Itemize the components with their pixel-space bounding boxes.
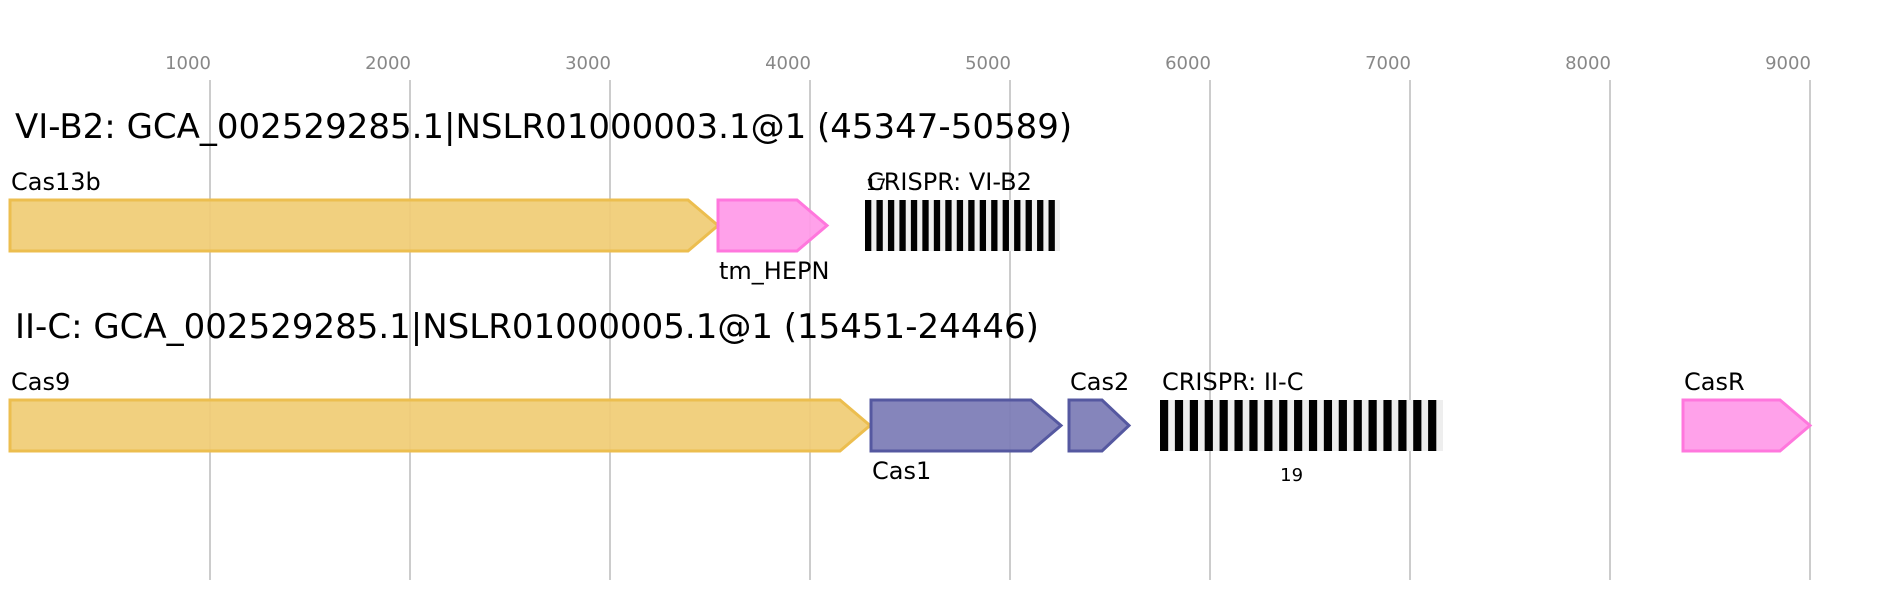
gene-label: Cas13b [11, 168, 101, 196]
crispr-count: 19 [1280, 465, 1303, 486]
crispr-repeat [1279, 400, 1288, 451]
crispr-repeat [1234, 400, 1243, 451]
locus-title: VI-B2: GCA_002529285.1|NSLR01000003.1@1 … [15, 107, 1072, 147]
tick-label: 2000 [365, 53, 411, 74]
gene-label: CasR [1684, 368, 1745, 396]
tick-label: 6000 [1165, 53, 1211, 74]
tick-label: 3000 [565, 53, 611, 74]
crispr-repeat [899, 200, 906, 251]
crispr-repeat [1338, 400, 1347, 451]
crispr-repeat [1002, 200, 1009, 251]
crispr-repeat [933, 200, 941, 251]
tick-label: 5000 [965, 53, 1011, 74]
crispr-repeat [991, 200, 998, 251]
gene-arrow-tm_hepn [716, 198, 830, 253]
gene-arrow-cas9 [8, 398, 873, 453]
crispr-repeat [865, 200, 872, 251]
crispr-repeat [910, 200, 918, 251]
gene-arrow-cas13b [8, 198, 721, 253]
locus-1: VI-B2: GCA_002529285.1|NSLR01000003.1@1 … [8, 107, 1072, 285]
gene-label: tm_HEPN [719, 257, 829, 285]
crispr-repeat [1368, 400, 1377, 451]
crispr-repeat [876, 200, 883, 251]
gene-label: Cas1 [872, 457, 931, 485]
tick-label: 4000 [765, 53, 811, 74]
crispr-count: 17 [866, 175, 886, 194]
crispr-repeat [1413, 400, 1422, 451]
crispr-repeat [1048, 200, 1055, 251]
crispr-repeat [1428, 400, 1437, 451]
grid-layer: 1000 2000 3000 4000 5000 6000 7000 8000 9000 [165, 53, 1811, 580]
crispr-repeat [1219, 400, 1228, 451]
crispr-repeat [1249, 400, 1258, 451]
tick-label: 9000 [1765, 53, 1811, 74]
crispr-repeat [887, 200, 895, 251]
crispr-repeat [945, 200, 952, 251]
crispr-repeat [968, 200, 975, 251]
crispr-repeat [1025, 200, 1032, 251]
gene-arrow-casr [1681, 398, 1813, 453]
gene-label: Cas9 [11, 368, 70, 396]
crispr-repeat [1189, 400, 1198, 451]
locus-title: II-C: GCA_002529285.1|NSLR01000005.1@1 (… [15, 307, 1039, 347]
crispr-repeat [1398, 400, 1407, 451]
crispr-repeat [979, 200, 987, 251]
crispr-repeat [1160, 400, 1169, 451]
gene-arrow-cas2 [1067, 398, 1132, 453]
crispr-repeat [956, 200, 964, 251]
crispr-label: CRISPR: VI-B2 [867, 168, 1032, 196]
crispr-repeat [1174, 400, 1184, 451]
tick-label: 1000 [165, 53, 211, 74]
gene-label: Cas2 [1070, 368, 1129, 396]
crispr-label: CRISPR: II-C [1162, 368, 1303, 396]
crispr-repeat [1383, 400, 1392, 451]
crispr-repeat [1204, 400, 1213, 451]
crispr-repeat [922, 200, 929, 251]
crispr-repeat [1264, 400, 1273, 451]
tick-label: 7000 [1365, 53, 1411, 74]
gene-arrow-cas1 [869, 398, 1064, 453]
crispr-repeat [1323, 400, 1333, 451]
locus-2: II-C: GCA_002529285.1|NSLR01000005.1@1 (… [8, 307, 1813, 486]
crispr-repeat [1308, 400, 1318, 451]
crispr-repeat [1353, 400, 1362, 451]
crispr-repeat [1014, 200, 1021, 251]
tick-label: 8000 [1565, 53, 1611, 74]
feature-layer: VI-B2: GCA_002529285.1|NSLR01000003.1@1 … [8, 107, 1813, 486]
crispr-repeat [1294, 400, 1303, 451]
crispr-repeat [1037, 200, 1044, 251]
